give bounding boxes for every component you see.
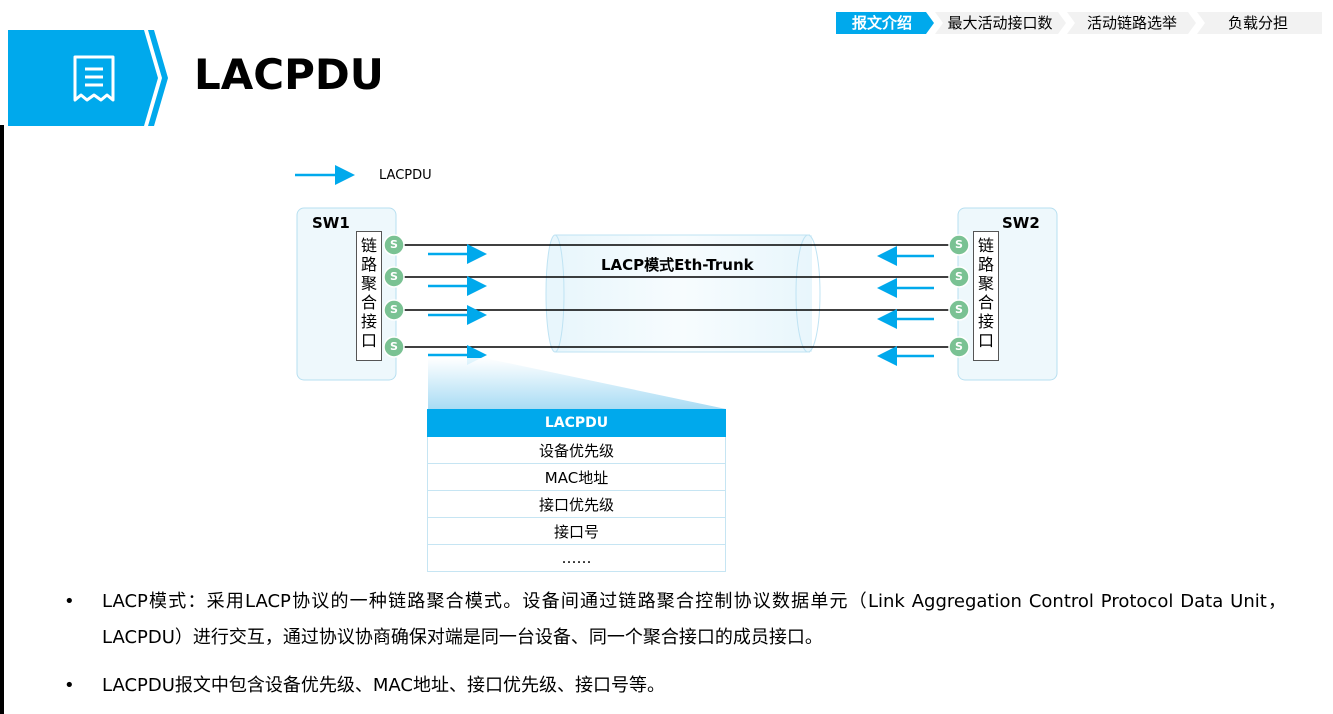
agg-char: 聚 (977, 274, 994, 293)
document-icon (73, 55, 115, 102)
port-label: S (955, 303, 963, 316)
legend-label: LACPDU (379, 168, 432, 183)
trunk-label: LACP模式Eth-Trunk (601, 256, 754, 274)
sw2-label: SW2 (1002, 214, 1040, 232)
table-row: 接口优先级 (427, 490, 726, 518)
bullet-list: • LACP模式：采用LACP协议的一种链路聚合模式。设备间通过链路聚合控制协议… (64, 584, 1286, 704)
table-row: 接口号 (427, 517, 726, 545)
nav-arrows-graphic (836, 12, 1322, 34)
lacpdu-expand-fan (428, 358, 726, 409)
table-row: MAC地址 (427, 463, 726, 491)
nav-item-load-balancing[interactable]: 负载分担 (1227, 14, 1288, 32)
left-edge-bar (0, 125, 4, 714)
lacpdu-field: …… (427, 544, 726, 572)
nav-item-active-link-election[interactable]: 活动链路选举 (1086, 14, 1177, 32)
agg-char: 口 (360, 331, 377, 350)
bullet-text: LACPDU报文中包含设备优先级、MAC地址、接口优先级、接口号等。 (102, 675, 665, 696)
trunk-tube-body (555, 235, 812, 352)
bullet-marker: • (64, 591, 75, 612)
agg-char: 合 (977, 293, 994, 312)
bullet-item: • LACPDU报文中包含设备优先级、MAC地址、接口优先级、接口号等。 (64, 668, 1286, 704)
port-icon (948, 299, 970, 321)
lacpdu-field: MAC地址 (427, 463, 726, 491)
port-label: S (390, 303, 398, 316)
trunk-tube-right-end (795, 234, 821, 353)
sw2-aggregate-interface: 链 路 聚 合 接 口 (973, 231, 999, 361)
sw1-aggregate-interface: 链 路 聚 合 接 口 (356, 231, 382, 361)
agg-char: 口 (977, 331, 994, 350)
port-icon (383, 266, 405, 288)
lacpdu-field: 接口号 (427, 517, 726, 545)
agg-char: 链 (360, 236, 377, 255)
trunk-tube-left-end (545, 234, 565, 353)
lacpdu-table-header: LACPDU (427, 409, 726, 437)
agg-char: 链 (977, 236, 994, 255)
port-label: S (955, 238, 963, 251)
port-icon (948, 336, 970, 358)
agg-char: 聚 (360, 274, 377, 293)
port-label: S (390, 238, 398, 251)
bullet-marker: • (64, 675, 75, 696)
port-icon (948, 234, 970, 256)
port-label: S (390, 270, 398, 283)
bullet-text: LACP模式：采用LACP协议的一种链路聚合模式。设备间通过链路聚合控制协议数据… (102, 591, 1286, 648)
table-row: …… (427, 544, 726, 572)
agg-char: 接 (360, 312, 377, 331)
sw1-label: SW1 (312, 214, 350, 232)
section-nav: 报文介绍 最大活动接口数 活动链路选举 负载分担 (836, 12, 1322, 34)
agg-char: 合 (360, 293, 377, 312)
header-accent-band (8, 30, 168, 126)
nav-item-max-active-ports[interactable]: 最大活动接口数 (947, 14, 1053, 32)
lacpdu-fields-table: LACPDU 设备优先级 MAC地址 接口优先级 接口号 …… (427, 409, 726, 572)
port-icon (383, 336, 405, 358)
lacp-diagram: S S S S S S S S LACPDU SW1 SW2 链 路 聚 合 接… (295, 165, 1058, 572)
bullet-item: • LACP模式：采用LACP协议的一种链路聚合模式。设备间通过链路聚合控制协议… (64, 584, 1286, 656)
nav-item-packet-intro[interactable]: 报文介绍 (851, 14, 912, 32)
agg-char: 接 (977, 312, 994, 331)
lacpdu-table-title: LACPDU (427, 409, 726, 437)
port-label: S (390, 340, 398, 353)
lacpdu-field: 设备优先级 (427, 436, 726, 464)
page-title: LACPDU (194, 50, 384, 99)
table-row: 设备优先级 (427, 436, 726, 464)
port-icon (383, 234, 405, 256)
port-icon (948, 266, 970, 288)
lacpdu-field: 接口优先级 (427, 490, 726, 518)
port-icon (383, 299, 405, 321)
agg-char: 路 (977, 255, 994, 274)
port-label: S (955, 270, 963, 283)
port-label: S (955, 340, 963, 353)
agg-char: 路 (360, 255, 377, 274)
